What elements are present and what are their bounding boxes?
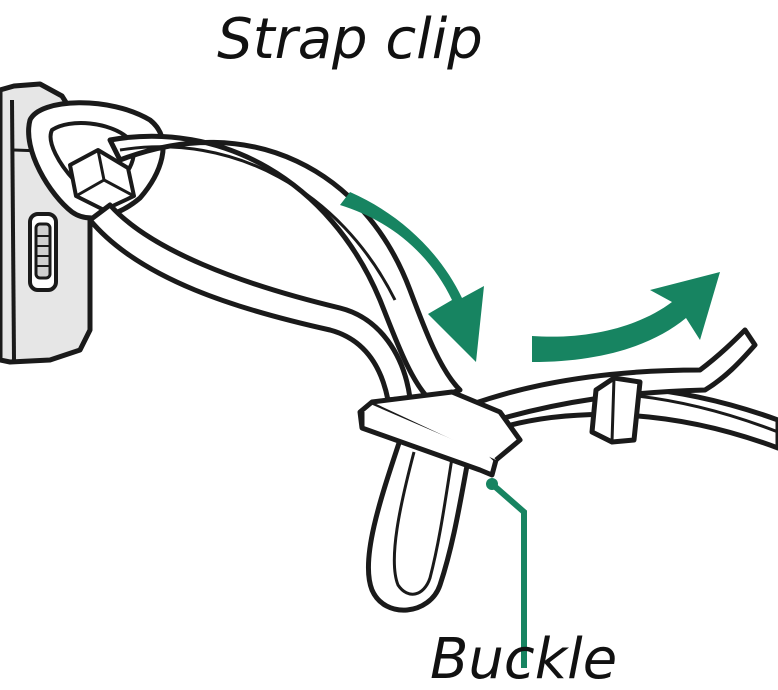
strap-loop [26,100,166,221]
buckle-icon [357,389,523,478]
buckle-label: Buckle [430,630,618,690]
strap-clip-icon [589,375,643,445]
page-title: Strap clip [217,7,483,72]
direction-arrow-icon [532,272,720,362]
strap-icon [87,133,778,613]
callout-leader [486,478,527,668]
direction-arrow-icon [340,192,484,362]
